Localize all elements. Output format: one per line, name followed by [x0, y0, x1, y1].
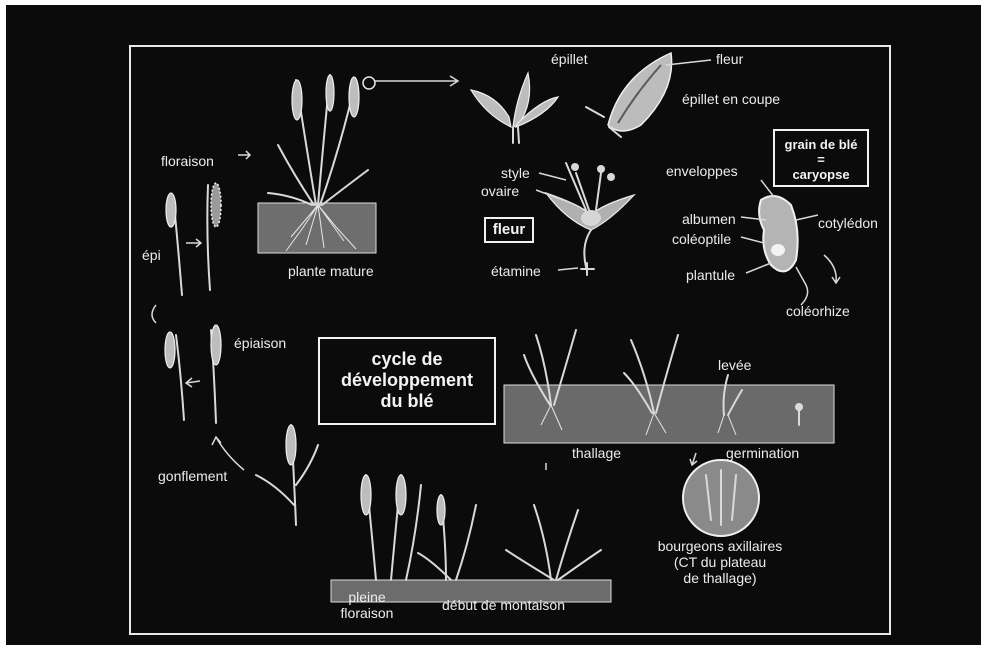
label-pleine-line2: floraison [332, 605, 402, 621]
label-gonflement: gonflement [158, 468, 227, 484]
flowering-spike-illustration [166, 151, 250, 295]
label-bourgeons-line3: de thallage) [650, 570, 790, 586]
grain-title-box: grain de blé = caryopse [773, 129, 869, 187]
diagram-title-line1: cycle de [320, 349, 494, 370]
flower-illustration [536, 163, 634, 275]
grain-title-line1: grain de blé [775, 137, 867, 152]
grain-title-line3: caryopse [775, 167, 867, 182]
spikelet-illustration [471, 73, 558, 143]
stem-elongation-illustration [331, 475, 611, 602]
grain-illustration [741, 180, 840, 305]
label-fleur: fleur [716, 51, 743, 67]
label-pleine-line1: pleine [332, 589, 402, 605]
label-etamine: étamine [491, 263, 541, 279]
flower-title-text: fleur [493, 221, 526, 238]
diagram-title-line2: développement [320, 370, 494, 391]
heading-illustration [152, 305, 221, 423]
diagram-canvas: cycle de développement du blé grain de b… [6, 5, 981, 645]
label-floraison: floraison [161, 153, 214, 169]
diagram-title-box: cycle de développement du blé [318, 337, 496, 425]
label-coleorhize: coléorhize [786, 303, 850, 319]
label-levee: levée [718, 357, 751, 373]
label-ovaire: ovaire [481, 183, 519, 199]
diagram-title-line3: du blé [320, 391, 494, 412]
axillary-bud-illustration [546, 453, 759, 536]
label-epillet-en-coupe: épillet en coupe [682, 91, 780, 107]
label-germination: germination [726, 445, 799, 461]
label-bourgeons-line1: bourgeons axillaires [650, 538, 790, 554]
label-debut-montaison: début de montaison [442, 597, 565, 613]
label-enveloppes: enveloppes [666, 163, 738, 179]
illustration-layer [6, 5, 981, 645]
label-plantule: plantule [686, 267, 735, 283]
label-thallage: thallage [572, 445, 621, 461]
label-epiaison: épiaison [234, 335, 286, 351]
tillering-soil-illustration [504, 330, 834, 443]
arrow-to-spikelet [375, 76, 458, 86]
booting-illustration [212, 425, 318, 525]
label-plante-mature: plante mature [288, 263, 374, 279]
label-bourgeons: bourgeons axillaires (CT du plateau de t… [650, 538, 790, 586]
label-albumen: albumen [682, 211, 736, 227]
grain-title-line2: = [775, 152, 867, 167]
flower-title-box: fleur [484, 217, 534, 243]
label-coleoptile: coléoptile [672, 231, 731, 247]
label-style: style [501, 165, 530, 181]
label-epillet: épillet [551, 51, 588, 67]
label-pleine-floraison: pleine floraison [332, 589, 402, 621]
label-epi: épi [142, 247, 161, 263]
label-cotyledon: cotylédon [818, 215, 878, 231]
mature-plant-illustration [258, 75, 376, 253]
label-bourgeons-line2: (CT du plateau [650, 554, 790, 570]
